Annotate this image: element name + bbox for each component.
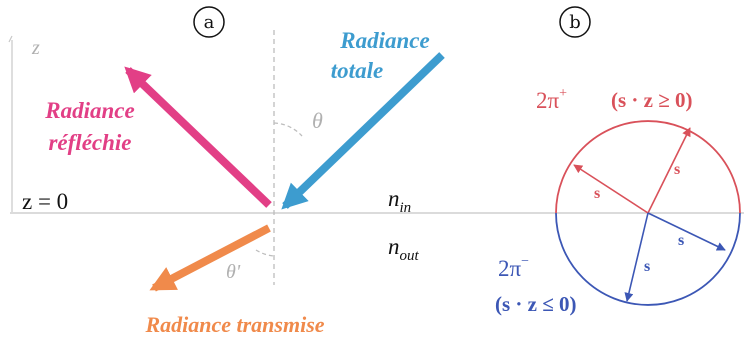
z-axis-label: z bbox=[31, 37, 40, 59]
svg-text:nout: nout bbox=[388, 234, 420, 264]
lower-condition-label: (s · z ≤ 0) bbox=[495, 292, 577, 316]
n-out-label: nout bbox=[388, 234, 420, 264]
lower-hemisphere-label: 2π− bbox=[498, 254, 529, 281]
upper-hemisphere-arc bbox=[555, 120, 741, 214]
theta-label: θ bbox=[312, 108, 323, 133]
radiance-reflechie-line1: Radiance bbox=[44, 98, 134, 123]
panel-a-label: a bbox=[204, 12, 215, 33]
svg-text:2π+: 2π+ bbox=[536, 86, 567, 113]
radiance-transmise-label: Radiance transmise bbox=[144, 312, 324, 337]
transmitted-arrow bbox=[149, 224, 271, 292]
s-vector-upper-left bbox=[573, 164, 649, 214]
lower-hemisphere-arc bbox=[555, 212, 741, 306]
s-label-upper-right: s bbox=[674, 161, 680, 178]
z-axis-tip bbox=[8, 35, 13, 43]
svg-text:nin: nin bbox=[388, 186, 411, 216]
panel-b-badge bbox=[559, 6, 591, 38]
reflected-arrow bbox=[124, 66, 272, 208]
z-zero-label: z = 0 bbox=[22, 189, 68, 214]
panel-a-badge bbox=[193, 6, 225, 38]
incident-arrow bbox=[281, 52, 445, 210]
upper-condition-label: (s · z ≥ 0) bbox=[611, 88, 693, 112]
radiance-totale-line2: totale bbox=[331, 58, 383, 83]
theta-arc bbox=[273, 122, 303, 137]
radiance-reflechie-line2: réfléchie bbox=[48, 130, 131, 155]
theta-prime-label: θ' bbox=[226, 261, 241, 283]
s-label-lower-left: s bbox=[644, 258, 650, 275]
upper-hemisphere-label: 2π+ bbox=[536, 86, 567, 113]
s-vector-lower-right bbox=[647, 212, 726, 251]
s-label-upper-left: s bbox=[594, 185, 600, 202]
n-in-label: nin bbox=[388, 186, 411, 216]
s-vector-upper-right bbox=[647, 127, 691, 214]
s-vector-lower-left bbox=[624, 212, 649, 302]
theta-prime-arc bbox=[255, 249, 275, 257]
panel-b-label: b bbox=[569, 12, 581, 33]
s-label-lower-right: s bbox=[678, 232, 684, 249]
radiance-totale-line1: Radiance bbox=[339, 28, 429, 53]
svg-text:2π−: 2π− bbox=[498, 254, 529, 281]
